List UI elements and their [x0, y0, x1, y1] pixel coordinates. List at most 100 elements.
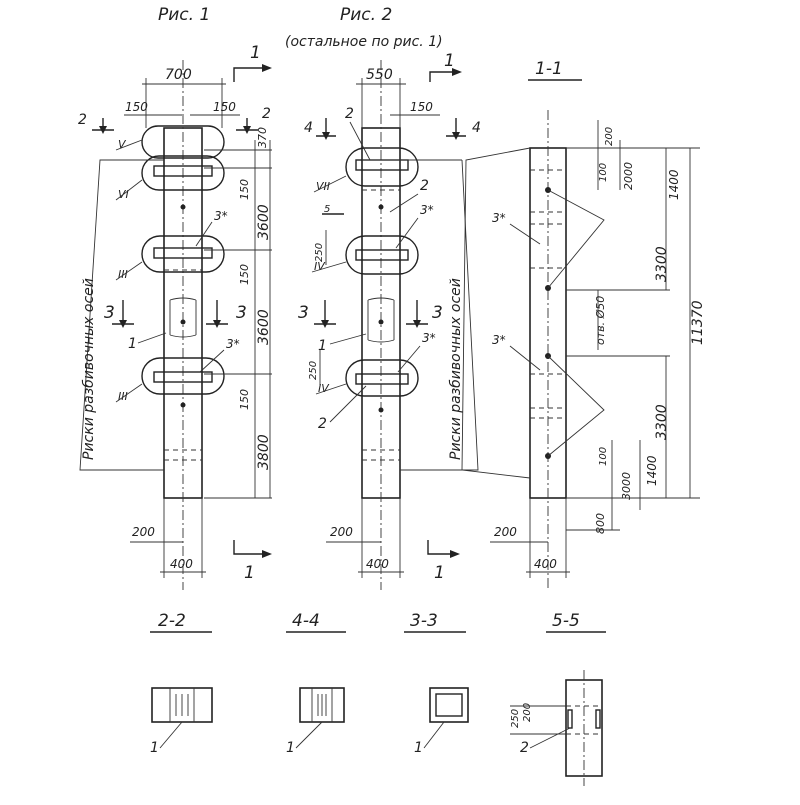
section-views: 2-2 1 4-4 1 3-3 1 5-5 250 200 2	[150, 611, 606, 786]
fig1-dim-700: 700	[165, 67, 192, 83]
sec11-dim-200: 200	[604, 127, 615, 146]
fig1-node-iii-bottom	[141, 357, 225, 395]
fig1-title: Рис. 1	[158, 5, 210, 25]
fig1-cut-1-bottom: 1	[244, 563, 255, 583]
sec11-dim-1400-top: 1400	[667, 169, 681, 200]
fig1-node-mark-v: V	[118, 138, 127, 151]
fig2-dim-150: 150	[410, 100, 433, 114]
fig2-dim-250-bottom: 250	[308, 361, 319, 380]
section-5-5-dim-200: 200	[522, 703, 533, 722]
fig1-cut-1-top: 1	[250, 43, 261, 63]
section-2-2-title: 2-2	[158, 611, 186, 631]
sec11-brace-top	[547, 189, 605, 289]
fig2-cut-1-bottom: 1	[434, 563, 445, 583]
fig1-cut-2-right: 2	[262, 106, 271, 122]
sec11-brace-bottom	[547, 355, 605, 457]
fig2-cut-4-left: 4	[304, 120, 313, 136]
fig1-plate	[153, 247, 213, 259]
sec11-dim-400: 400	[534, 557, 557, 571]
section-4-4-title: 4-4	[292, 611, 320, 631]
fig2-axis-bracket	[400, 159, 479, 471]
sec11-dim-2000: 2000	[622, 162, 635, 190]
fig2-broken-segment	[367, 297, 395, 343]
fig2-axis-label: Риски разбивочных осей	[448, 278, 464, 460]
section-3-3-mark: 1	[414, 740, 423, 756]
fig1-hole	[180, 402, 186, 408]
sec11-outline	[461, 147, 531, 479]
section-4-4-mark: 1	[286, 740, 295, 756]
sec11-item-3star-top: 3*	[492, 211, 506, 225]
fig1-axis-label: Риски разбивочных осей	[81, 278, 97, 460]
fig1-dim-3600b: 3600	[256, 309, 272, 345]
section-2-2-mark: 1	[150, 740, 159, 756]
fig1-dim-200: 200	[132, 525, 155, 539]
sec11-dim-800: 800	[594, 513, 607, 534]
fig2-dim-400: 400	[366, 557, 389, 571]
section-1-1-title: 1-1	[535, 59, 563, 79]
fig1-dim-3800: 3800	[256, 434, 272, 470]
fig2-cut-3-left: 3	[298, 303, 309, 323]
fig2-cut-4-right: 4	[472, 120, 481, 136]
fig2-subtitle: (остальное по рис. 1)	[285, 34, 443, 50]
fig2-node-iv-top	[345, 235, 419, 275]
fig2-node-vii	[345, 147, 419, 187]
fig1-drawing: 700 150 150 370 150 3600 150 3600 150 38…	[78, 43, 272, 590]
sec11-item-3star-bottom: 3*	[492, 333, 506, 347]
fig2-item-2-bottom: 2	[318, 416, 327, 432]
fig2-title: Рис. 2	[340, 5, 392, 25]
fig1-dim-150-right: 150	[213, 100, 236, 114]
fig2-node-mark-iv-bottom: IV	[318, 382, 330, 395]
fig2-dim-250-top: 250	[314, 243, 325, 262]
fig2-drawing: 550 150 Риски разбивочных осей 250 250 V…	[298, 51, 481, 590]
fig2-item-3star-bottom: 3*	[422, 331, 436, 345]
fig1-item-3star-bottom: 3*	[226, 337, 240, 351]
fig1-item-1: 1	[128, 336, 137, 352]
fig2-node-mark-vii: VII	[316, 180, 330, 193]
fig2-item-1: 1	[318, 338, 327, 354]
fig1-dim-150-left: 150	[125, 100, 148, 114]
fig1-dim-150b: 150	[238, 264, 251, 285]
fig1-plate	[153, 165, 213, 177]
sec11-dim-3300-top: 3300	[654, 246, 670, 282]
fig1-plate	[153, 371, 213, 383]
sec11-dim-3000: 3000	[620, 472, 633, 500]
fig2-dim-200: 200	[330, 525, 353, 539]
fig1-hole	[180, 319, 186, 325]
section-5-5-dim-250: 250	[510, 709, 521, 728]
sec11-dim-3300-bottom: 3300	[654, 404, 670, 440]
fig1-dim-3600a: 3600	[256, 204, 272, 240]
sec11-dim-100: 100	[598, 163, 609, 182]
fig2-item-3star-top: 3*	[420, 203, 434, 217]
fig1-node-mark-iii-top: III	[118, 268, 128, 281]
section-3-3-title: 3-3	[410, 611, 438, 631]
fig2-dim-550: 550	[366, 67, 393, 83]
fig1-broken-segment	[169, 297, 197, 338]
fig2-cut-1-top: 1	[444, 51, 455, 71]
sec11-dim-11370: 11370	[690, 300, 706, 345]
fig1-node-iii-top	[141, 235, 225, 273]
fig1-node-vi	[141, 155, 225, 191]
fig1-node-v	[141, 125, 225, 159]
fig2-item-2-top: 2	[345, 106, 354, 122]
fig1-hole	[180, 204, 186, 210]
fig1-node-mark-iii-bottom: III	[118, 390, 128, 403]
sec11-dim-100-bottom: 100	[598, 447, 609, 466]
fig1-dim-370: 370	[256, 127, 269, 148]
section-1-1-drawing: 11370 1400 3300 3300 2000 100 200 отв. Ø…	[461, 110, 706, 590]
fig1-band	[164, 449, 202, 461]
fig2-node-iv-bottom	[345, 359, 419, 397]
fig2-cut-3-right: 3	[432, 303, 443, 323]
fig1-item-3star-top: 3*	[214, 209, 228, 223]
fig1-cut-3-right: 3	[236, 303, 247, 323]
fig1-dim-400: 400	[170, 557, 193, 571]
fig1-cut-2-left: 2	[78, 112, 87, 128]
sec11-hole-label: отв. Ø50	[594, 296, 607, 345]
fig1-dim-150a: 150	[238, 179, 251, 200]
sec11-dim-1400-bottom: 1400	[645, 455, 659, 486]
fig2-node-mark-iv-top: IV	[314, 260, 326, 273]
fig2-cut-5: 5	[324, 204, 330, 215]
fig1-cut-3-left: 3	[104, 303, 115, 323]
fig1-dim-150c: 150	[238, 389, 251, 410]
